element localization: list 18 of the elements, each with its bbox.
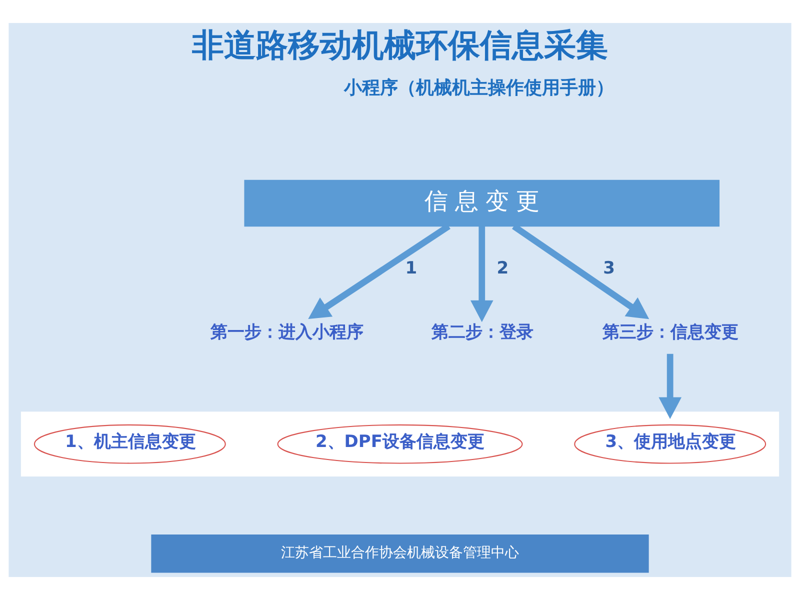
arrow (308, 224, 450, 320)
arrow (512, 224, 650, 320)
diagram-title: 非道路移动机械环保信息采集 (192, 26, 608, 64)
node-ellipse: 3、使用地点变更 (574, 424, 766, 464)
label: 小程序（机械机主操作使用手册） (344, 77, 614, 98)
node-box: 信 息 变 更 (244, 180, 720, 227)
edge-label: 2 (496, 258, 509, 279)
node-text: 第二步：登录 (431, 322, 534, 343)
cluster (20, 412, 780, 477)
node-ellipse: 2、DPF设备信息变更 (277, 424, 523, 464)
arrow (470, 226, 494, 322)
caption: 江苏省工业合作协会机械设备管理中心 (281, 545, 519, 562)
edge-label: 1 (405, 258, 418, 279)
node-text: 第一步：进入小程序 (210, 322, 364, 343)
arrow (658, 354, 682, 420)
edge-label: 3 (603, 258, 615, 279)
node-ellipse: 1、机主信息变更 (34, 424, 226, 464)
node-text: 第三步：信息变更 (602, 322, 739, 343)
